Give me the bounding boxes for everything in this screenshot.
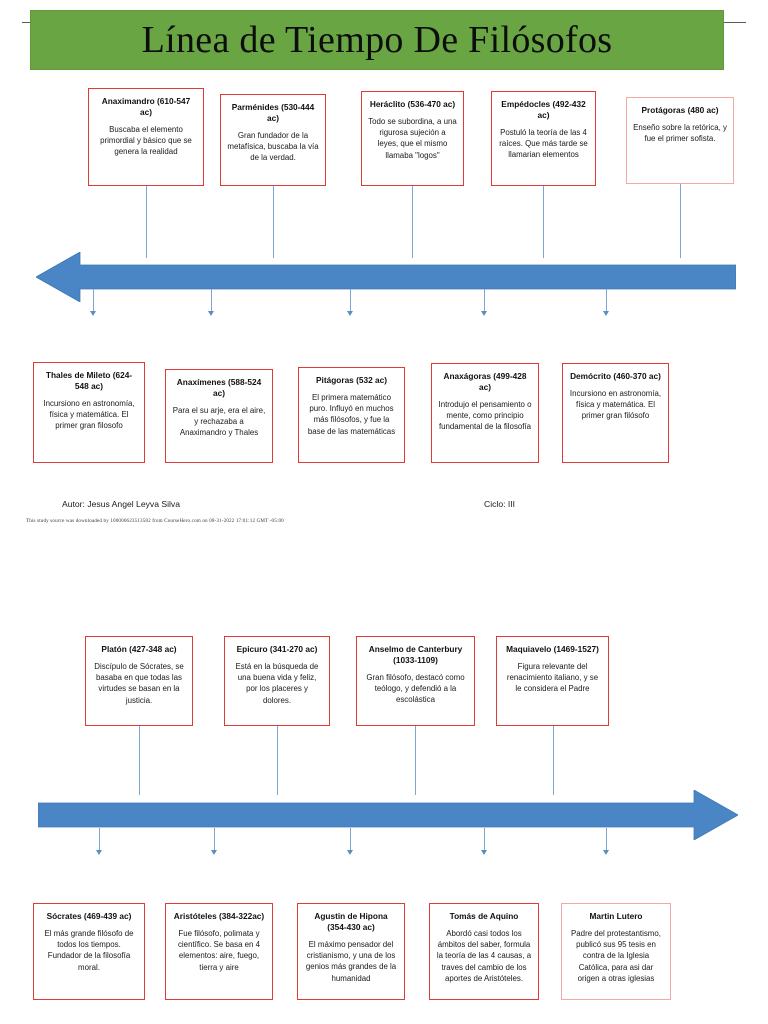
timeline-bottom-below-box-4: Tomás de Aquino Abordó casi todos los ám… bbox=[429, 903, 539, 1000]
connector-stem bbox=[415, 726, 416, 795]
box-title: Tomás de Aquino bbox=[449, 911, 519, 921]
connector-stem bbox=[553, 726, 554, 795]
cycle-label: Ciclo: III bbox=[484, 499, 516, 509]
connector-stem bbox=[273, 186, 274, 258]
timeline-arrow-top bbox=[36, 252, 736, 302]
timeline-bottom-above-box-2: Epicuro (341-270 ac) Está en la búsqueda… bbox=[224, 636, 330, 726]
box-body: Figura relevante del renacimiento italia… bbox=[506, 661, 599, 694]
box-body: Todo se subordina, a una rigurosa sujeci… bbox=[368, 116, 457, 160]
title-banner: Línea de Tiempo De Filósofos bbox=[30, 10, 724, 70]
connector-arrowhead bbox=[211, 850, 217, 855]
timeline-top-below-box-4: Anaxágoras (499-428 ac) Introdujo el pen… bbox=[431, 363, 539, 463]
connector-stem bbox=[680, 184, 681, 258]
timeline-top-above-box-1: Anaximandro (610-547 ac) Buscaba el elem… bbox=[88, 88, 204, 186]
box-title: Epicuro (341-270 ac) bbox=[236, 644, 318, 654]
box-title: Thales de Mileto (624-548 ac) bbox=[45, 370, 133, 391]
connector-stem bbox=[543, 186, 544, 258]
box-title: Protágoras (480 ac) bbox=[641, 105, 719, 115]
connector-arrowhead bbox=[90, 311, 96, 316]
connector-stem bbox=[412, 186, 413, 258]
timeline-bottom-below-box-2: Aristóteles (384-322ac) Fue filósofo, po… bbox=[165, 903, 273, 1000]
timeline-top-above-box-5: Protágoras (480 ac) Enseño sobre la retó… bbox=[626, 97, 734, 184]
box-body: Buscaba el elemento primordial y básico … bbox=[100, 124, 192, 157]
box-body: Está en la búsqueda de una buena vida y … bbox=[235, 661, 319, 705]
box-body: El primera matemático puro. Influyó en m… bbox=[307, 392, 396, 436]
box-title: Anaxágoras (499-428 ac) bbox=[443, 371, 527, 392]
connector-stem bbox=[606, 289, 607, 313]
connector-arrowhead bbox=[96, 850, 102, 855]
connector-stem bbox=[484, 289, 485, 313]
connector-arrowhead bbox=[208, 311, 214, 316]
connector-stem bbox=[99, 828, 100, 852]
timeline-top-above-box-2: Parménides (530-444 ac) Gran fundador de… bbox=[220, 94, 326, 186]
box-body: Enseño sobre la retórica, y fue el prime… bbox=[633, 122, 727, 144]
box-body: Postuló la teoría de las 4 raíces. Que m… bbox=[499, 127, 588, 160]
box-title: Parménides (530-444 ac) bbox=[231, 102, 315, 123]
box-title: Anaxímenes (588-524 ac) bbox=[176, 377, 262, 398]
author-label: Autor: Jesus Angel Leyva Silva bbox=[62, 499, 180, 509]
box-title: Maquiavelo (1469-1527) bbox=[506, 644, 599, 654]
box-body: Gran fundador de la metafísica, buscaba … bbox=[227, 130, 319, 163]
box-title: Martin Lutero bbox=[589, 911, 643, 921]
connector-stem bbox=[484, 828, 485, 852]
connector-stem bbox=[606, 828, 607, 852]
connector-stem bbox=[350, 289, 351, 313]
timeline-top-above-box-4: Empédocles (492-432 ac) Postuló la teorí… bbox=[491, 91, 596, 186]
box-body: El más grande filósofo de todos los tiem… bbox=[44, 928, 134, 972]
timeline-bottom-below-box-3: Agustin de Hipona (354-430 ac) El máximo… bbox=[297, 903, 405, 1000]
box-title: Agustin de Hipona (354-430 ac) bbox=[314, 911, 388, 932]
box-title: Aristóteles (384-322ac) bbox=[173, 911, 265, 921]
timeline-arrow-bottom bbox=[38, 790, 738, 840]
box-body: Incursiono en astronomía, física y matem… bbox=[43, 398, 135, 431]
box-title: Platón (427-348 ac) bbox=[101, 644, 177, 654]
page-title: Línea de Tiempo De Filósofos bbox=[141, 19, 613, 61]
box-body: Padre del protestantismo, publicó sus 95… bbox=[571, 928, 661, 983]
connector-stem bbox=[139, 726, 140, 795]
connector-arrowhead bbox=[603, 850, 609, 855]
connector-stem bbox=[214, 828, 215, 852]
timeline-bottom-below-box-1: Sócrates (469-439 ac) El más grande filó… bbox=[33, 903, 145, 1000]
connector-stem bbox=[277, 726, 278, 795]
box-body: Discípulo de Sócrates, se basaba en que … bbox=[94, 661, 184, 705]
box-body: Incursiono en astronomía, física y matem… bbox=[569, 388, 662, 421]
timeline-top-below-box-1: Thales de Mileto (624-548 ac) Incursiono… bbox=[33, 362, 145, 463]
box-body: El máximo pensador del cristianismo, y u… bbox=[305, 939, 397, 983]
box-body: Gran filósofo, destacó como teólogo, y d… bbox=[366, 672, 465, 705]
box-body: Para el su arje, era el aire, y rechazab… bbox=[172, 405, 266, 438]
coursehero-watermark: This study source was downloaded by 1000… bbox=[26, 518, 284, 524]
timeline-bottom-above-box-4: Maquiavelo (1469-1527) Figura relevante … bbox=[496, 636, 609, 726]
box-title: Pitágoras (532 ac) bbox=[315, 375, 388, 385]
box-body: Fue filósofo, polimata y científico. Se … bbox=[177, 928, 261, 972]
connector-arrowhead bbox=[481, 311, 487, 316]
connector-stem bbox=[93, 289, 94, 313]
connector-stem bbox=[146, 186, 147, 258]
box-body: Introdujo el pensamiento o mente, como p… bbox=[438, 399, 532, 432]
box-title: Anaximandro (610-547 ac) bbox=[101, 96, 191, 117]
box-title: Empédocles (492-432 ac) bbox=[501, 99, 586, 120]
connector-arrowhead bbox=[481, 850, 487, 855]
connector-stem bbox=[211, 289, 212, 313]
connector-arrowhead bbox=[603, 311, 609, 316]
timeline-bottom-above-box-1: Platón (427-348 ac) Discípulo de Sócrate… bbox=[85, 636, 193, 726]
connector-stem bbox=[350, 828, 351, 852]
connector-arrowhead bbox=[347, 850, 353, 855]
connector-arrowhead bbox=[347, 311, 353, 316]
timeline-top-above-box-3: Heráclito (536-470 ac) Todo se subordina… bbox=[361, 91, 464, 186]
timeline-top-below-box-3: Pitágoras (532 ac) El primera matemático… bbox=[298, 367, 405, 463]
timeline-top-below-box-5: Demócrito (460-370 ac) Incursiono en ast… bbox=[562, 363, 669, 463]
timeline-top-below-box-2: Anaxímenes (588-524 ac) Para el su arje,… bbox=[165, 369, 273, 463]
box-title: Demócrito (460-370 ac) bbox=[570, 371, 661, 381]
box-title: Heráclito (536-470 ac) bbox=[369, 99, 456, 109]
box-title: Anselmo de Canterbury (1033-1109) bbox=[368, 644, 463, 665]
timeline-bottom-above-box-3: Anselmo de Canterbury (1033-1109) Gran f… bbox=[356, 636, 475, 726]
box-title: Sócrates (469-439 ac) bbox=[46, 911, 132, 921]
timeline-bottom-below-box-5: Martin Lutero Padre del protestantismo, … bbox=[561, 903, 671, 1000]
box-body: Abordó casi todos los ámbitos del saber,… bbox=[436, 928, 532, 983]
